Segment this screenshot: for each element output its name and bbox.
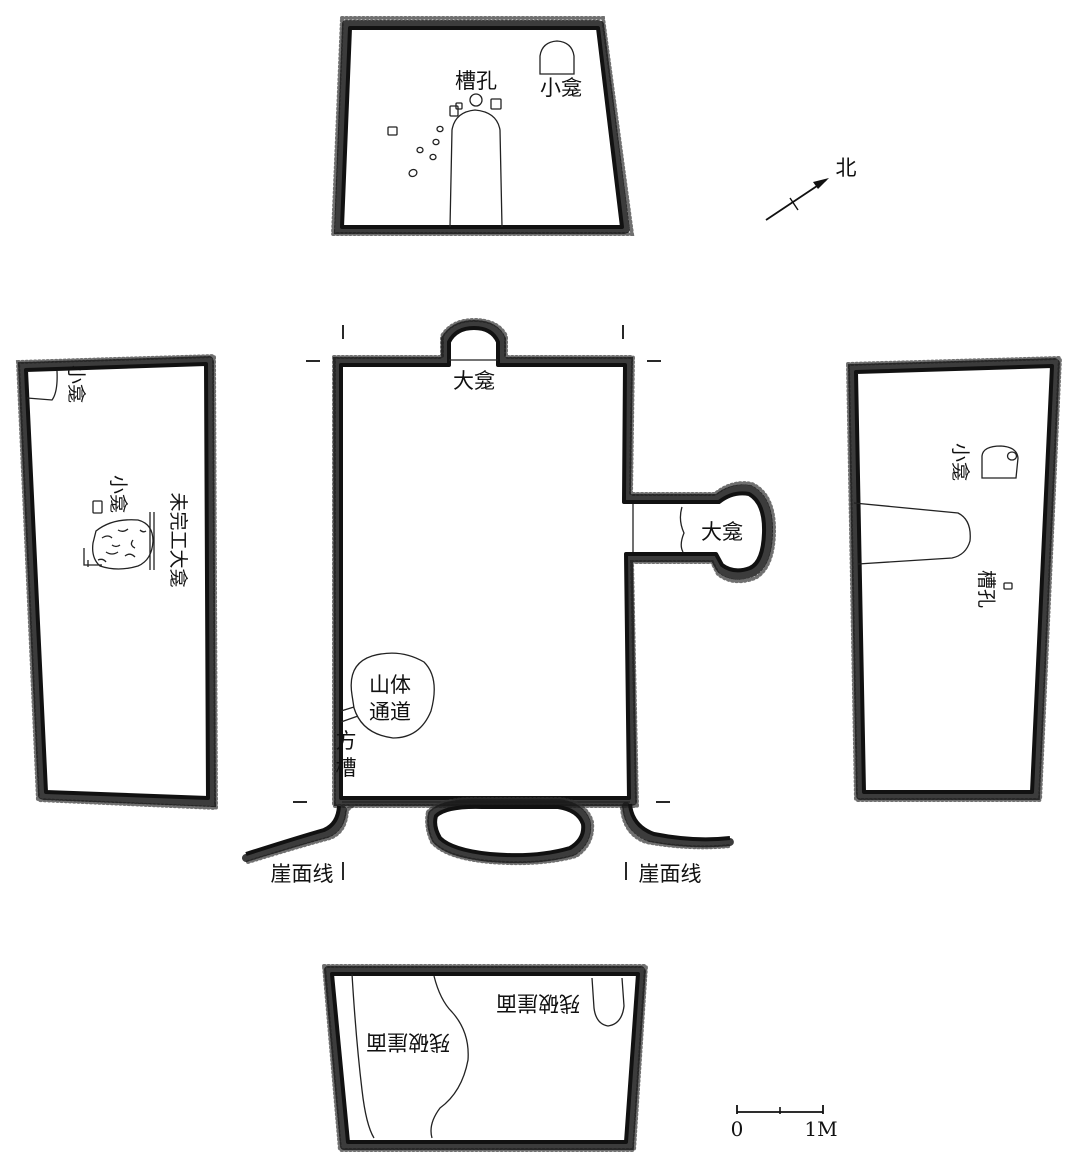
cliff-line-left-curve [245,805,341,856]
right-wall-elevation: 小龛 槽孔 [845,355,1063,802]
bottom-wall-damaged-left-label: 残破崖面 [366,1030,450,1054]
right-wall-small-niche-label: 小龛 [949,443,971,481]
scale-bar-start-label: 0 [731,1117,744,1141]
mountain-passage-outline [350,652,435,739]
square-slot-label-line2: 槽 [336,756,357,780]
right-wall-passage-outline [853,502,971,565]
mountain-passage-label-line2: 通道 [369,700,411,724]
right-wall-small-niche-outline [981,445,1019,479]
cave-floor-plan: 大龛 大龛 山体 通道 方 槽 崖面线 崖面线 [242,317,777,886]
north-label: 北 [836,156,857,180]
cliff-line-left-label: 崖面线 [271,862,334,886]
top-wall-slot-hole [469,93,483,107]
north-arrow: 北 [765,156,857,221]
top-wall-elevation: 槽孔 小龛 [330,16,635,236]
scale-bar: 0 1M [731,1105,838,1141]
east-big-niche-label: 大龛 [701,520,743,544]
top-wall-small-niche-outline [539,40,575,75]
bottom-wall-damaged-right-label: 残破崖面 [496,991,580,1015]
square-slot-label-line1: 方 [336,729,357,753]
left-wall-small-niche-outline [92,500,103,514]
top-wall-small-niche-label: 小龛 [540,76,582,100]
main-chamber-outline [339,326,767,800]
bottom-wall-elevation: 残破崖面 残破崖面 [321,964,649,1152]
top-wall-pillar [449,109,503,228]
left-wall-elevation: 小龛 小龛 未完工大龛 [15,353,219,811]
left-wall-unfinished-niche-shape [92,519,154,570]
bottom-wall-damage-left-outline [351,973,375,1139]
left-wall-unfinished-niche-label: 未完工大龛 [167,492,189,587]
north-big-niche-label: 大龛 [453,369,495,393]
left-wall-corner-niche-label: 小龛 [65,365,87,403]
left-wall-small-niche-label: 小龛 [107,475,129,513]
bottom-wall-damage-right-outline [591,977,625,1027]
cliff-line-right-label: 崖面线 [639,862,702,886]
cliff-line-right-curve [628,803,731,842]
entrance-rock-mass [433,804,586,858]
right-wall-slot-label: 槽孔 [975,570,997,608]
top-wall-slot-label: 槽孔 [455,69,497,93]
mountain-passage-label-line1: 山体 [369,673,411,697]
scale-bar-end-label: 1M [804,1117,837,1141]
right-wall-slot-hole [1003,582,1013,590]
bottom-wall-damage-middle-outline [430,975,469,1139]
